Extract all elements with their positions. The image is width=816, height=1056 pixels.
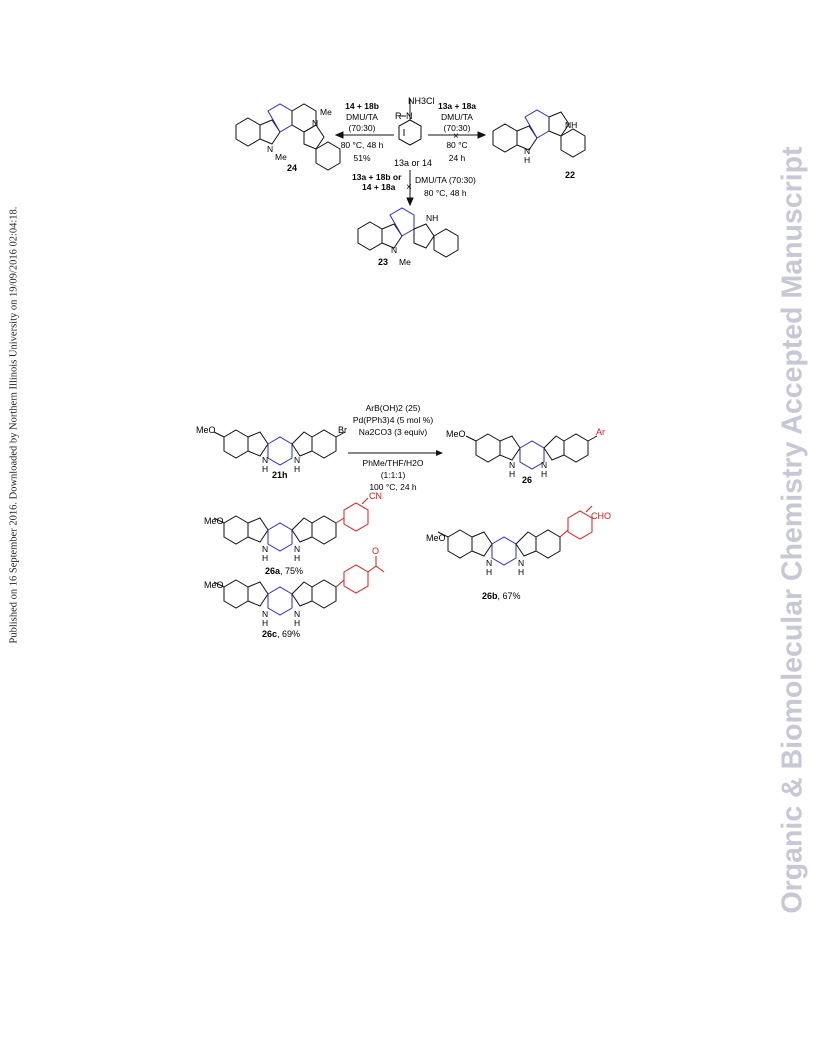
start-meo: MeO [196, 425, 216, 435]
p26-n-2: N [541, 460, 547, 470]
p23-label: 23 [378, 257, 388, 267]
product-26b-structure [437, 505, 593, 566]
reagent-hydrazine-structure [398, 99, 422, 146]
product-23-structure [357, 207, 459, 258]
p26b-cho: CHO [591, 511, 611, 521]
right-cond-1: 13a + 18a [438, 101, 476, 111]
right-cond-4: 80 °C [446, 140, 467, 150]
left-cond-4: 80 °C, 48 h [341, 140, 384, 150]
p26a-n-1: N [262, 544, 268, 554]
down-cond-4: 80 °C, 48 h [424, 188, 467, 198]
reagent-r: R [395, 111, 402, 121]
p26b-yield: , 67% [498, 591, 521, 601]
down-cond-3: DMU/TA (70:30) [415, 175, 476, 185]
p24-me-bottom: Me [275, 152, 287, 162]
left-cond-3: (70:30) [349, 123, 376, 133]
product-22-structure [492, 109, 586, 158]
product-26a-structure [213, 497, 369, 552]
cond-2: Pd(PPh3)4 (5 mol %) [353, 415, 433, 425]
p22-nh-top: NH [565, 120, 577, 130]
start-label: 21h [272, 470, 288, 480]
p26-label: 26 [522, 475, 532, 485]
p26-n-1: N [509, 460, 515, 470]
start-21h-structure [213, 429, 346, 466]
p26b-name: 26b [482, 591, 498, 601]
p26c-h-2: H [294, 618, 300, 628]
start-h-2: H [294, 464, 300, 474]
p26-h-2: H [541, 469, 547, 479]
p26b-caption: 26b, 67% [482, 591, 521, 601]
p23-n-bottom: N [391, 245, 397, 255]
reagent-n: N [406, 111, 413, 121]
p24-label: 24 [287, 163, 297, 173]
p22-n-bottom: N [524, 146, 530, 156]
right-cross: × [453, 131, 459, 142]
p26-h-1: H [509, 469, 515, 479]
p26b-n-2: N [518, 558, 524, 568]
start-h-1: H [262, 464, 268, 474]
right-cond-5: 24 h [449, 153, 466, 163]
p23-me-bottom: Me [399, 257, 411, 267]
p26c-h-1: H [262, 618, 268, 628]
p26a-cn: CN [369, 491, 382, 501]
left-cond-5: 51% [353, 153, 370, 163]
p22-label: 22 [565, 170, 575, 180]
right-cond-2: DMU/TA [441, 112, 473, 122]
scheme-bottom: MeO Br N H N H 21h ArB(OH)2 (25) Pd(PPh3… [196, 403, 611, 639]
p26b-meo: MeO [426, 533, 446, 543]
p26c-yield: , 69% [277, 629, 300, 639]
p26c-name: 26c [262, 629, 277, 639]
p26a-h-1: H [262, 553, 268, 563]
cond-4: PhMe/THF/H2O [363, 458, 424, 468]
left-cond-2: DMU/TA [346, 112, 378, 122]
p26c-n-2: N [294, 609, 300, 619]
cond-6: 100 °C, 24 h [369, 482, 417, 492]
p23-nh-top: NH [426, 213, 438, 223]
p26-meo: MeO [446, 429, 466, 439]
p22-h-bottom: H [524, 155, 530, 165]
left-cond-1: 14 + 18b [345, 101, 379, 111]
cond-1: ArB(OH)2 (25) [366, 403, 421, 413]
right-cond-3: (70:30) [444, 123, 471, 133]
down-cond-2: 14 + 18a [362, 182, 396, 192]
reagent-nh3cl: NH3Cl [408, 96, 435, 106]
p26a-n-2: N [294, 544, 300, 554]
p26b-h-1: H [486, 567, 492, 577]
p26a-meo: MeO [204, 516, 224, 526]
p26-ar: Ar [596, 427, 605, 437]
p26b-n-1: N [486, 558, 492, 568]
p26a-h-2: H [294, 553, 300, 563]
product-26-structure [465, 433, 598, 470]
start-n-1: N [262, 455, 268, 465]
reagent-label: 13a or 14 [394, 158, 432, 168]
p26a-name: 26a [265, 566, 281, 576]
start-br: Br [338, 425, 347, 435]
p26c-n-1: N [262, 609, 268, 619]
p26a-caption: 26a, 75% [265, 566, 303, 576]
p26b-h-2: H [518, 567, 524, 577]
product-24-structure [235, 103, 341, 171]
cond-3: Na2CO3 (3 equiv) [359, 427, 428, 437]
product-26c-structure [213, 556, 385, 616]
p24-n-bottom: N [267, 144, 273, 154]
down-cond-1: 13a + 18b or [352, 172, 402, 182]
p26c-meo: MeO [204, 580, 224, 590]
p24-me-top: Me [320, 107, 332, 117]
p24-n-top: N [312, 118, 318, 128]
cond-5: (1:1:1) [381, 470, 406, 480]
p26c-oxygen: O [372, 546, 379, 556]
scheme-top: NH3Cl R N 13a or 14 14 + 18b DMU/TA (70:… [235, 96, 586, 267]
start-n-2: N [294, 455, 300, 465]
p26a-yield: , 75% [280, 566, 303, 576]
p26c-caption: 26c, 69% [262, 629, 300, 639]
down-cross: × [406, 182, 412, 193]
